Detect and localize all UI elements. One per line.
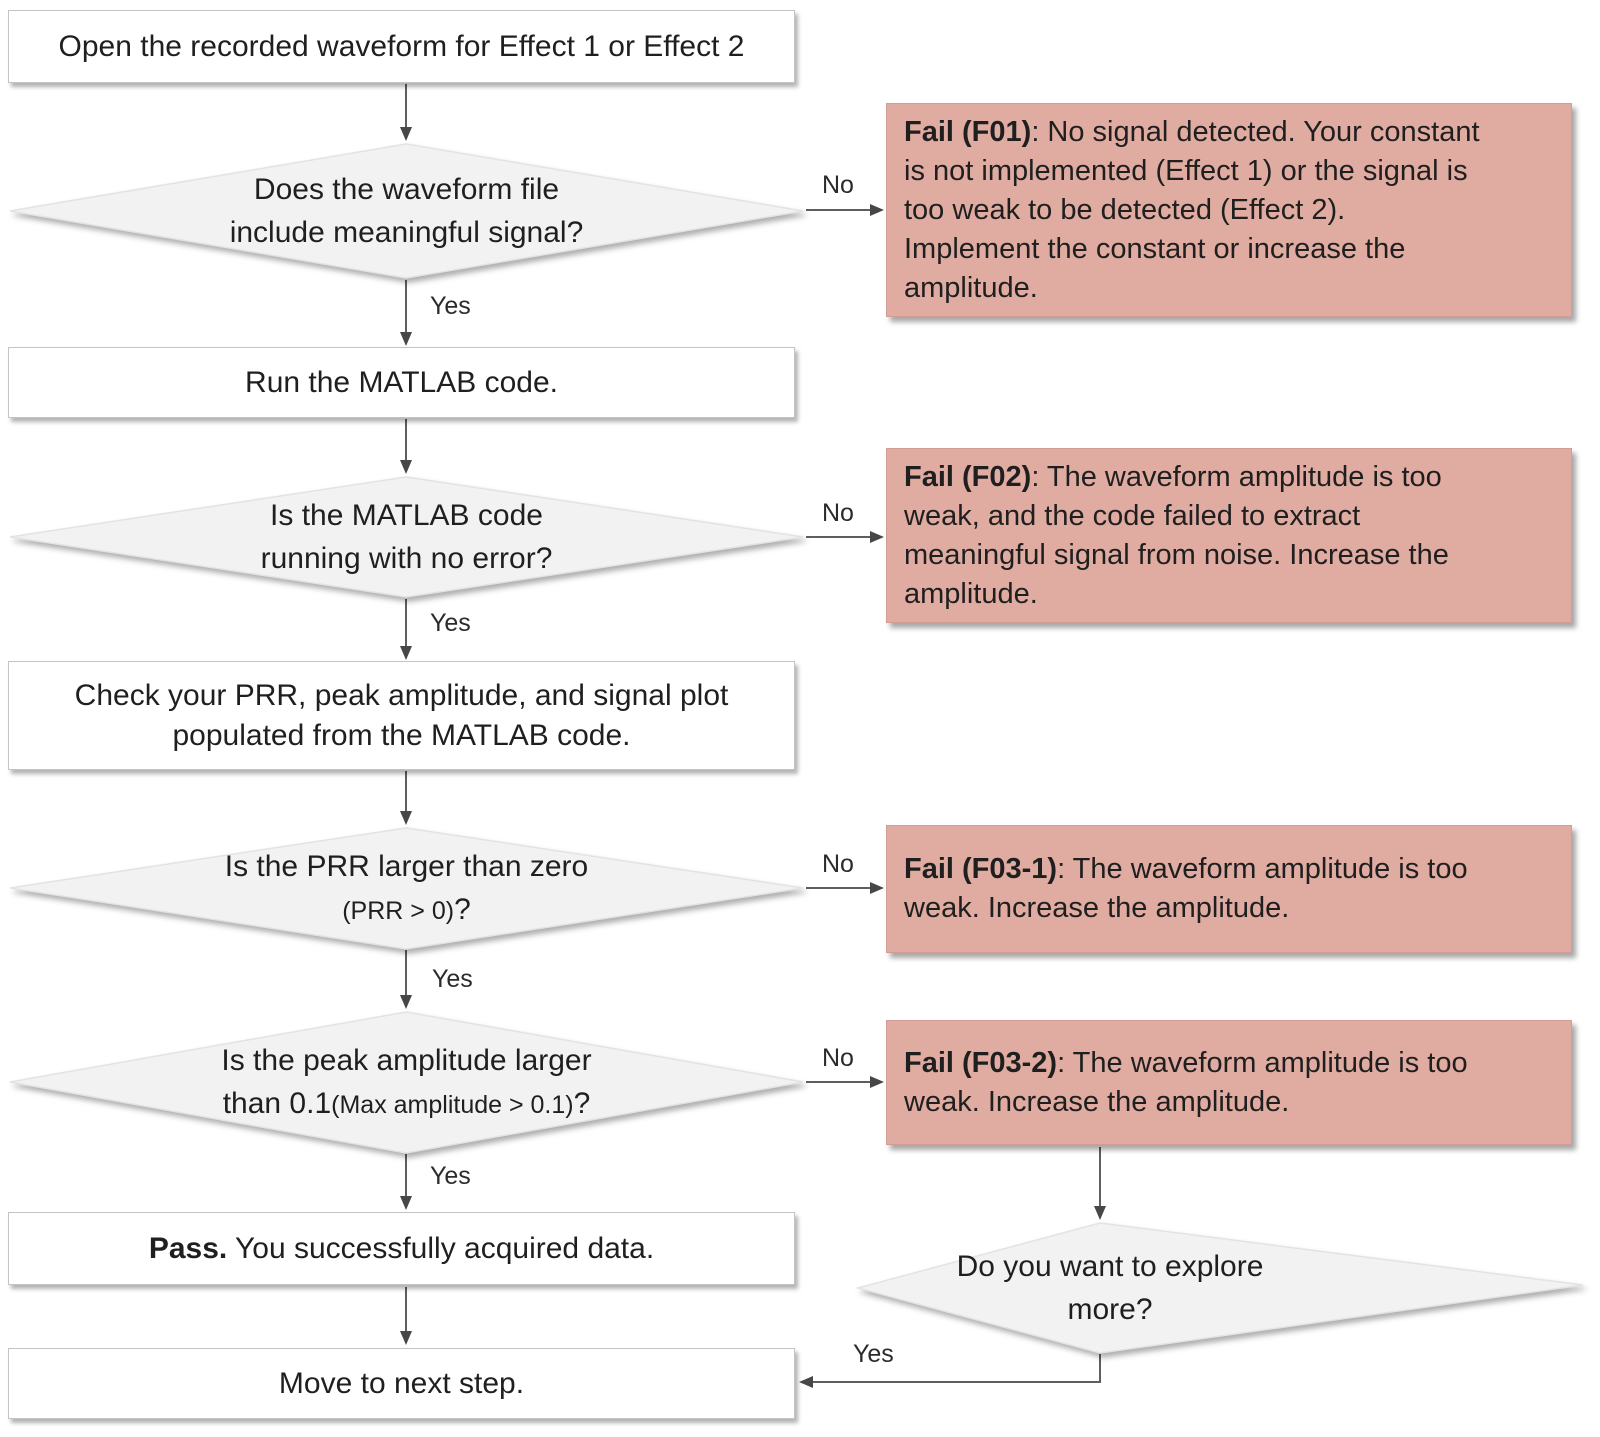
edge-label-no-d1: No	[822, 171, 854, 199]
fail-f03-2-message: : The waveform amplitude is too weak. In…	[904, 1046, 1468, 1118]
node-move-next: Move to next step.	[8, 1348, 795, 1419]
node-move-next-label: Move to next step.	[278, 1366, 525, 1400]
decision-prr-positive-shape	[9, 827, 804, 950]
edge-label-no-d2: No	[822, 499, 854, 527]
decision-explore-more-shape	[855, 1222, 1584, 1354]
fail-f03-1-code: Fail (F03-1)	[904, 853, 1058, 885]
decision-peak-amplitude-line1: Is the peak amplitude larger	[221, 1043, 592, 1077]
node-pass-rest: You successfully acquired data.	[227, 1231, 655, 1265]
node-start-label: Open the recorded waveform for Effect 1 …	[58, 29, 745, 63]
decision-has-signal: Does the waveform file include meaningfu…	[8, 143, 805, 279]
decision-no-error: Is the MATLAB code running with no error…	[8, 476, 805, 598]
arrow-d5-yes-to-move	[799, 1354, 1101, 1388]
edge-label-no-d3: No	[822, 850, 854, 878]
fail-f03-2: Fail (F03-2): The waveform amplitude is …	[886, 1020, 1572, 1145]
decision-peak-amplitude: Is the peak amplitude larger than 0.1(Ma…	[8, 1011, 805, 1154]
node-pass: Pass. You successfully acquired data.	[8, 1212, 795, 1285]
decision-explore-more-line2: more?	[1067, 1293, 1153, 1326]
node-check-outputs-line1: Check your PRR, peak amplitude, and sign…	[74, 678, 729, 712]
fail-f02: Fail (F02): The waveform amplitude is to…	[886, 448, 1572, 623]
fail-f03-1: Fail (F03-1): The waveform amplitude is …	[886, 825, 1572, 953]
fail-f01: Fail (F01): No signal detected. Your con…	[886, 103, 1572, 317]
fail-f03-1-text: Fail (F03-1): The waveform amplitude is …	[904, 850, 1551, 928]
node-check-outputs: Check your PRR, peak amplitude, and sign…	[8, 661, 795, 770]
node-check-outputs-line2: populated from the MATLAB code.	[172, 718, 631, 752]
decision-explore-more-line1: Do you want to explore	[956, 1250, 1264, 1283]
decision-peak-amplitude-pre: than 0.1	[222, 1086, 332, 1120]
decision-no-error-line1: Is the MATLAB code	[270, 499, 543, 532]
fail-f02-code: Fail (F02)	[904, 460, 1032, 493]
fail-f01-message: : No signal detected. Your constant is n…	[904, 115, 1480, 304]
decision-prr-positive-line1: Is the PRR larger than zero	[224, 849, 589, 883]
decision-peak-amplitude-line2: than 0.1(Max amplitude > 0.1)?	[223, 1082, 591, 1127]
node-pass-bold: Pass.	[148, 1231, 228, 1265]
node-pass-label: Pass. You successfully acquired data.	[149, 1229, 654, 1269]
node-run-matlab-label: Run the MATLAB code.	[245, 365, 558, 399]
decision-has-signal-line2: include meaningful signal?	[229, 216, 584, 249]
node-start: Open the recorded waveform for Effect 1 …	[8, 10, 795, 83]
fail-f03-2-text: Fail (F03-2): The waveform amplitude is …	[904, 1044, 1551, 1122]
decision-peak-amplitude-qmark: ?	[573, 1086, 591, 1120]
decision-no-error-line2: running with no error?	[260, 542, 553, 575]
decision-prr-positive-line2: (PRR > 0)?	[342, 888, 471, 933]
fail-f02-text: Fail (F02): The waveform amplitude is to…	[904, 458, 1551, 614]
decision-prr-positive-condition: (PRR > 0)	[342, 896, 455, 925]
fail-f03-1-message: : The waveform amplitude is too weak. In…	[904, 853, 1468, 924]
decision-prr-positive: Is the PRR larger than zero (PRR > 0)?	[8, 827, 805, 950]
decision-no-error-shape	[9, 476, 804, 598]
decision-explore-more: Do you want to explore more?	[855, 1222, 1585, 1354]
decision-has-signal-line1: Does the waveform file	[253, 173, 560, 206]
decision-peak-amplitude-shape	[9, 1011, 804, 1154]
edge-label-yes-d3: Yes	[432, 965, 473, 993]
edge-label-yes-d1: Yes	[430, 292, 471, 320]
decision-prr-positive-qmark: ?	[454, 892, 471, 926]
decision-has-signal-shape	[9, 143, 804, 279]
edge-label-no-d4: No	[822, 1044, 854, 1072]
node-run-matlab: Run the MATLAB code.	[8, 347, 795, 418]
decision-peak-amplitude-condition: (Max amplitude > 0.1)	[331, 1090, 574, 1119]
fail-f02-message: : The waveform amplitude is too weak, an…	[904, 460, 1449, 610]
fail-f01-text: Fail (F01): No signal detected. Your con…	[904, 113, 1551, 308]
edge-label-yes-d5: Yes	[853, 1340, 894, 1368]
edge-label-yes-d4: Yes	[430, 1162, 471, 1190]
fail-f03-2-code: Fail (F03-2)	[904, 1046, 1058, 1079]
edge-label-yes-d2: Yes	[430, 609, 471, 637]
fail-f01-code: Fail (F01)	[904, 115, 1032, 148]
